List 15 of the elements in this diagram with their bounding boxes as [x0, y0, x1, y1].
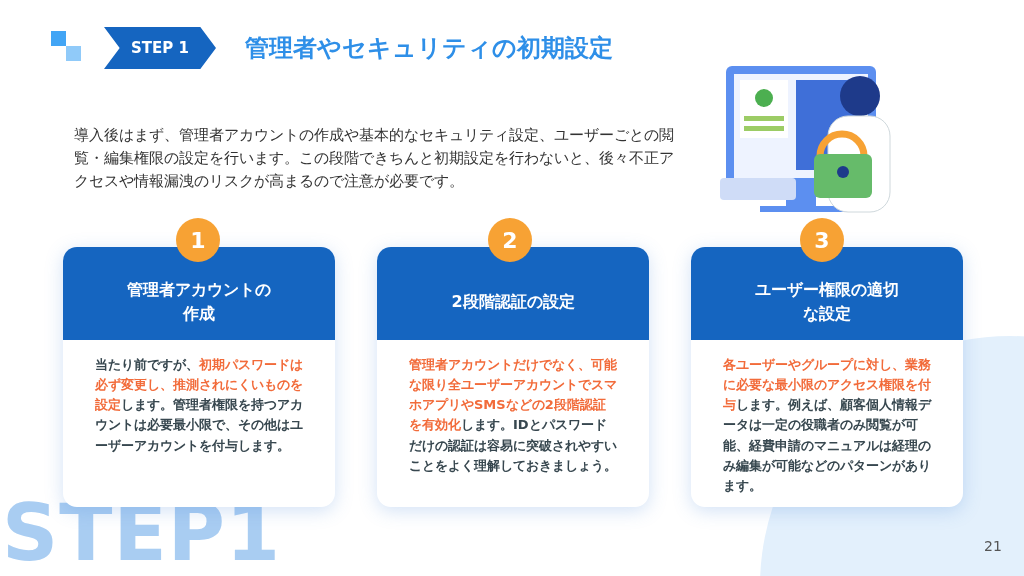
- number-badge: 2: [488, 218, 532, 262]
- slide-title: 管理者やセキュリティの初期設定: [245, 33, 613, 64]
- card-header: 2段階認証の設定: [377, 247, 649, 340]
- number-badge: 3: [800, 218, 844, 262]
- card-description: 当たり前ですが、初期パスワードは必ず変更し、推測されにくいものを設定します。管理者権限を持つアカウントは必要最小限で、その他はユーザーアカウントを付与します。: [95, 356, 303, 455]
- card-header: 管理者アカウントの作成: [63, 247, 335, 340]
- intro-paragraph: 導入後はまず、管理者アカウントの作成や基本的なセキュリティ設定、ユーザーごとの閲覧・編集権限の設定を行います。この段階できちんと初期設定を行わないと、後々不正アクセスや情報漏洩のリスクが高まるので注意が必要です。: [74, 126, 674, 192]
- card-header: ユーザー権限の適切な設定: [691, 247, 963, 340]
- card-description: 管理者アカウントだけでなく、可能な限り全ユーザーアカウントでスマホアプリやSMSなどの2段階認証を有効化します。IDとパスワードだけの認証は容易に突破されやすいことをよく理解しておきましょう。: [409, 356, 617, 475]
- step-chevron: STEP 1: [104, 27, 216, 69]
- step-card: [691, 247, 963, 507]
- card-description: 各ユーザーやグループに対し、業務に必要な最小限のアクセス権限を付与します。例えば、顧客個人情報データは一定の役職者のみ閲覧が可能、経費申請のマニュアルは経理のみ編集が可能などのパターンがあります。: [723, 356, 931, 495]
- step-card: [377, 247, 649, 507]
- number-badge: 1: [176, 218, 220, 262]
- page-number: 21: [984, 538, 1002, 554]
